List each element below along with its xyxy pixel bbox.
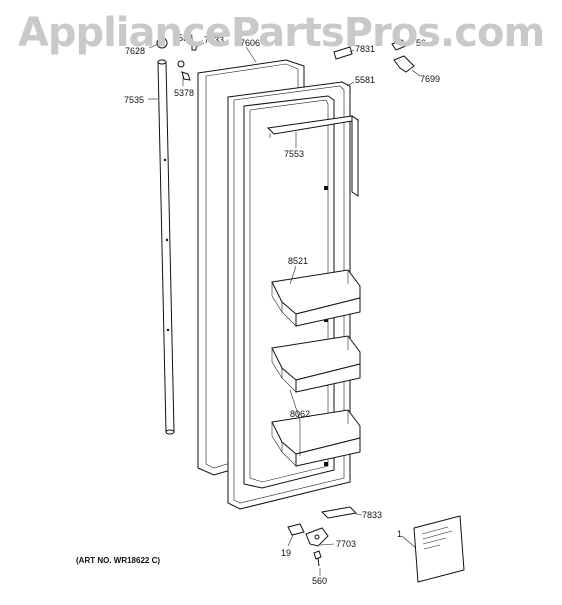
- leader-lines: [148, 39, 421, 576]
- callout-7553: 7553: [284, 149, 304, 159]
- callout-1: 1: [397, 529, 402, 539]
- callout-19: 19: [281, 548, 291, 558]
- callout-7535: 7535: [124, 95, 144, 105]
- callout-8521: 8521: [288, 256, 308, 266]
- callout-538: 538: [178, 33, 193, 43]
- callout-7533: 7533: [204, 35, 224, 45]
- callout-7699: 7699: [420, 74, 440, 84]
- callout-5378: 5378: [174, 88, 194, 98]
- callout-7831: 7831: [355, 44, 375, 54]
- door-bin-middle: [271, 335, 361, 393]
- callout-5581: 5581: [355, 75, 375, 85]
- top-hinge-parts: [333, 39, 415, 73]
- callout-7628: 7628: [125, 46, 145, 56]
- callout-labels: 7628 538 7533 7606 7831 56 7535 5378 558…: [76, 33, 440, 586]
- callout-560: 560: [312, 576, 327, 586]
- callout-56: 56: [416, 38, 426, 48]
- owners-manual: [413, 515, 465, 583]
- hinge-hardware: [156, 37, 197, 81]
- callout-7833: 7833: [362, 510, 382, 520]
- callout-7703: 7703: [336, 539, 356, 549]
- callout-7606: 7606: [240, 38, 260, 48]
- door-bin-lower: [271, 409, 361, 467]
- door-hinge-rod: [157, 59, 175, 435]
- callout-8062: 8062: [290, 409, 310, 419]
- bottom-hinge-parts: [287, 506, 358, 567]
- art-number: (ART NO. WR18622 C): [76, 556, 160, 565]
- door-bin-upper: [271, 269, 361, 327]
- top-rail: [266, 115, 360, 197]
